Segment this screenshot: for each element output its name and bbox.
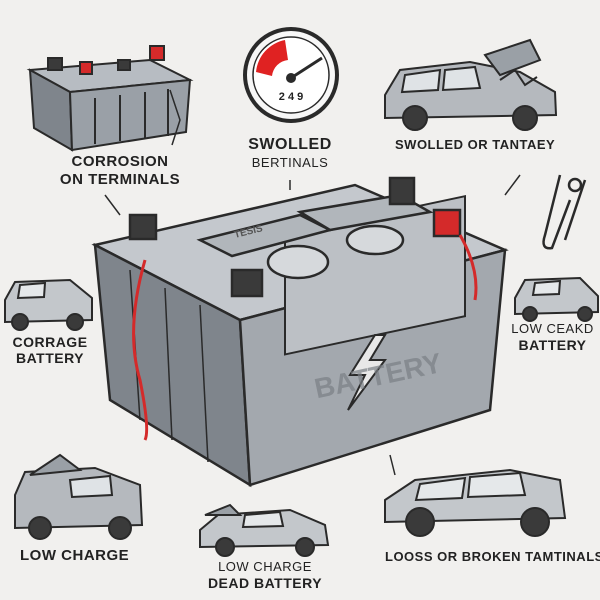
label-corrosion-line2: ON TERMINALS (59, 171, 181, 188)
car-icon (4, 278, 93, 331)
lightning-bolt-icon (347, 334, 387, 411)
jumper-clamp-icon (542, 174, 587, 250)
gauge-icon (243, 27, 339, 123)
leader-lines (104, 174, 521, 476)
gauge-readout: 2 4 9 (279, 91, 303, 103)
label-swolled-line1: SWOLLED (248, 136, 332, 153)
label-low-ceakd-line1: LOW CEAKD (511, 321, 594, 336)
small-battery-icon (26, 45, 194, 152)
wrecked-car-icon (384, 38, 558, 131)
label-swolled-tantaey: SWOLLED OR TANTAEY (395, 137, 556, 152)
car-icon (514, 276, 599, 322)
label-corrage-line1: CORRAGE (12, 334, 88, 350)
label-swolled-line2: BERTINALS (251, 155, 329, 170)
main-battery-icon (91, 176, 509, 488)
wrecked-car-icon (14, 453, 144, 540)
label-loose-broken: LOOSS OR BROKEN TAMTINALS (385, 549, 600, 564)
car-icon (199, 503, 330, 557)
label-corrosion-line1: CORROSION (71, 153, 169, 170)
label-low-ceakd-line2: BATTERY (518, 337, 587, 353)
label-low-charge: LOW CHARGE (20, 547, 130, 564)
label-low-charge-dead-line2: DEAD BATTERY (207, 575, 323, 591)
label-low-charge-dead-line1: LOW CHARGE (218, 559, 312, 574)
car-icon (384, 468, 567, 537)
label-corrage-line2: BATTERY (15, 350, 85, 366)
